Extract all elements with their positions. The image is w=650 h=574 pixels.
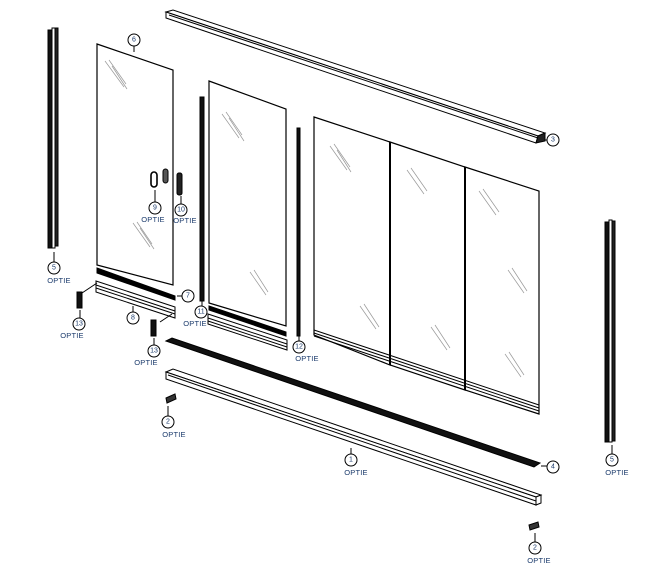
option-label-11: OPTIE xyxy=(183,319,207,328)
callout-2-left: 2 xyxy=(161,415,175,429)
option-label-13-left: OPTIE xyxy=(60,331,84,340)
option-label-5-left: OPTIE xyxy=(47,276,71,285)
end-cap-left xyxy=(165,393,177,404)
callout-9: 9 xyxy=(148,201,162,215)
option-label-13-mid: OPTIE xyxy=(134,358,158,367)
callout-3: 3 xyxy=(546,133,560,147)
option-label-10: OPTIE xyxy=(173,216,197,225)
bottom-seal-strip xyxy=(96,267,182,301)
bottom-runner-profile xyxy=(95,280,176,319)
callout-13-left: 13 xyxy=(72,317,86,331)
interlock-seal xyxy=(296,127,301,337)
bottom-rail xyxy=(164,368,543,506)
glass-panel-2 xyxy=(207,80,288,351)
callout-1: 1 xyxy=(344,453,358,467)
callout-7: 7 xyxy=(181,289,195,303)
callout-5-left: 5 xyxy=(47,261,61,275)
option-label-2-left: OPTIE xyxy=(162,430,186,439)
wall-profile-right xyxy=(604,219,616,454)
wall-profile-left xyxy=(47,27,59,262)
callout-8: 8 xyxy=(126,311,140,325)
bottom-brush-seal xyxy=(164,337,547,468)
callout-11: 11 xyxy=(194,305,208,319)
glass-panel-stack xyxy=(313,116,540,415)
end-cap-right xyxy=(528,521,540,531)
callout-10: 10 xyxy=(174,203,188,217)
option-label-12: OPTIE xyxy=(295,354,319,363)
option-label-2-right: OPTIE xyxy=(527,556,551,565)
end-stop-left xyxy=(76,291,83,309)
end-stop-mid xyxy=(150,319,157,337)
glass-door-panel xyxy=(96,43,183,286)
callout-2-right: 2 xyxy=(528,541,542,555)
top-rail xyxy=(164,9,547,144)
option-label-9: OPTIE xyxy=(141,215,165,224)
callout-12: 12 xyxy=(292,340,306,354)
callout-13-mid: 13 xyxy=(147,344,161,358)
option-label-1: OPTIE xyxy=(344,468,368,477)
callout-4: 4 xyxy=(546,460,560,474)
callout-5-right: 5 xyxy=(605,453,619,467)
side-seal xyxy=(199,96,205,302)
option-label-5-right: OPTIE xyxy=(605,468,629,477)
callout-6: 6 xyxy=(127,33,141,47)
